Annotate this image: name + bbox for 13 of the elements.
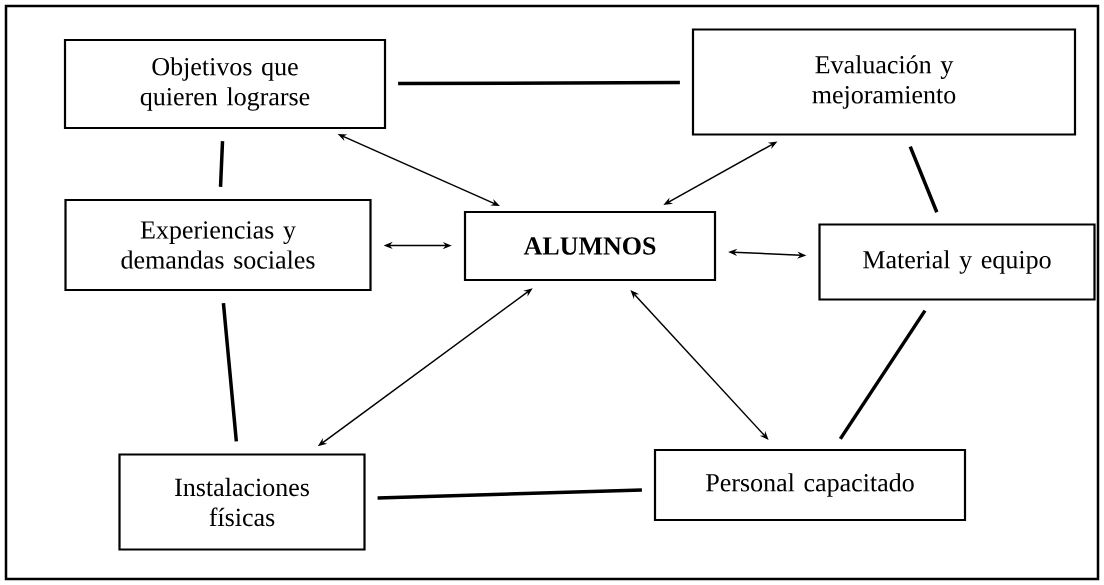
text-box: Experiencias y demandas sociales	[64, 198, 372, 292]
connector-line	[218, 141, 225, 187]
text-box: Personal capacitado	[653, 448, 967, 522]
connector-line	[908, 146, 939, 213]
connector-line	[838, 309, 927, 440]
text-box: Material y equipo	[818, 223, 1096, 301]
connector-line	[221, 302, 239, 442]
text-box: ALUMNOS	[463, 210, 717, 282]
connector-line	[398, 80, 680, 86]
connector-line	[377, 488, 642, 500]
text-box: Evaluación y mejoramiento	[691, 28, 1077, 136]
text-box: Objetivos que quieren lograrse	[63, 38, 387, 130]
text-box: Instalaciones físicas	[118, 453, 366, 551]
